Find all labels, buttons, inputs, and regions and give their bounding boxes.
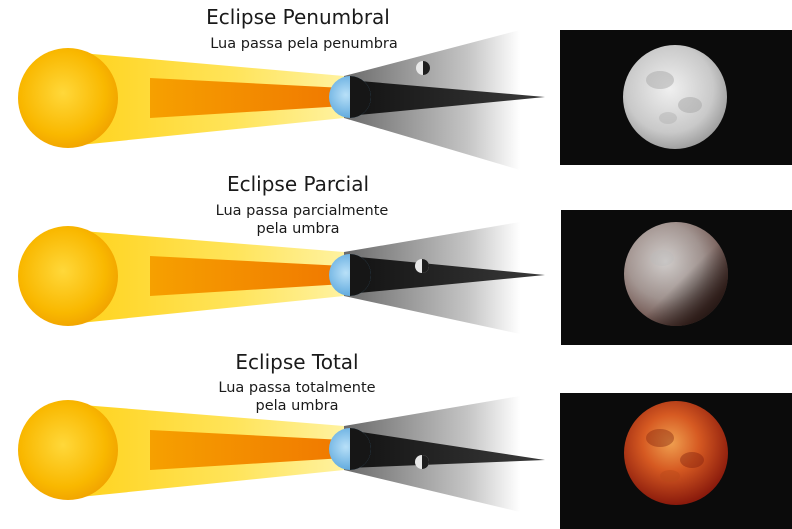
moon-marker [415,455,429,469]
sun [18,400,118,500]
panel-title: Eclipse Parcial [227,172,369,196]
sun [18,226,118,326]
panel-title: Eclipse Total [235,350,358,374]
panel-title: Eclipse Penumbral [206,5,390,29]
panel-subtitle-line-2: pela umbra [255,398,338,414]
eclipse-photo [560,30,792,165]
moon-marker [415,259,429,273]
earth [329,428,371,470]
panel-parcial: Eclipse Parcial Lua passa parcialmente p… [18,172,792,345]
grey-full-moon [623,45,727,149]
eclipse-photo [560,393,792,529]
earth [329,254,371,296]
panel-penumbral: Eclipse Penumbral Lua passa pela penumbr… [18,5,792,170]
sun [18,48,118,148]
moon-marker [416,61,430,75]
panel-total: Eclipse Total Lua passa totalmente pela … [18,350,792,529]
panel-subtitle: Lua passa pela penumbra [210,36,398,52]
panel-subtitle-line-1: Lua passa parcialmente [216,203,389,219]
panel-subtitle-line-2: pela umbra [256,221,339,237]
red-blood-moon [624,401,728,505]
panel-subtitle-line-1: Lua passa totalmente [218,380,375,396]
eclipse-photo [561,210,792,345]
earth [329,76,371,118]
